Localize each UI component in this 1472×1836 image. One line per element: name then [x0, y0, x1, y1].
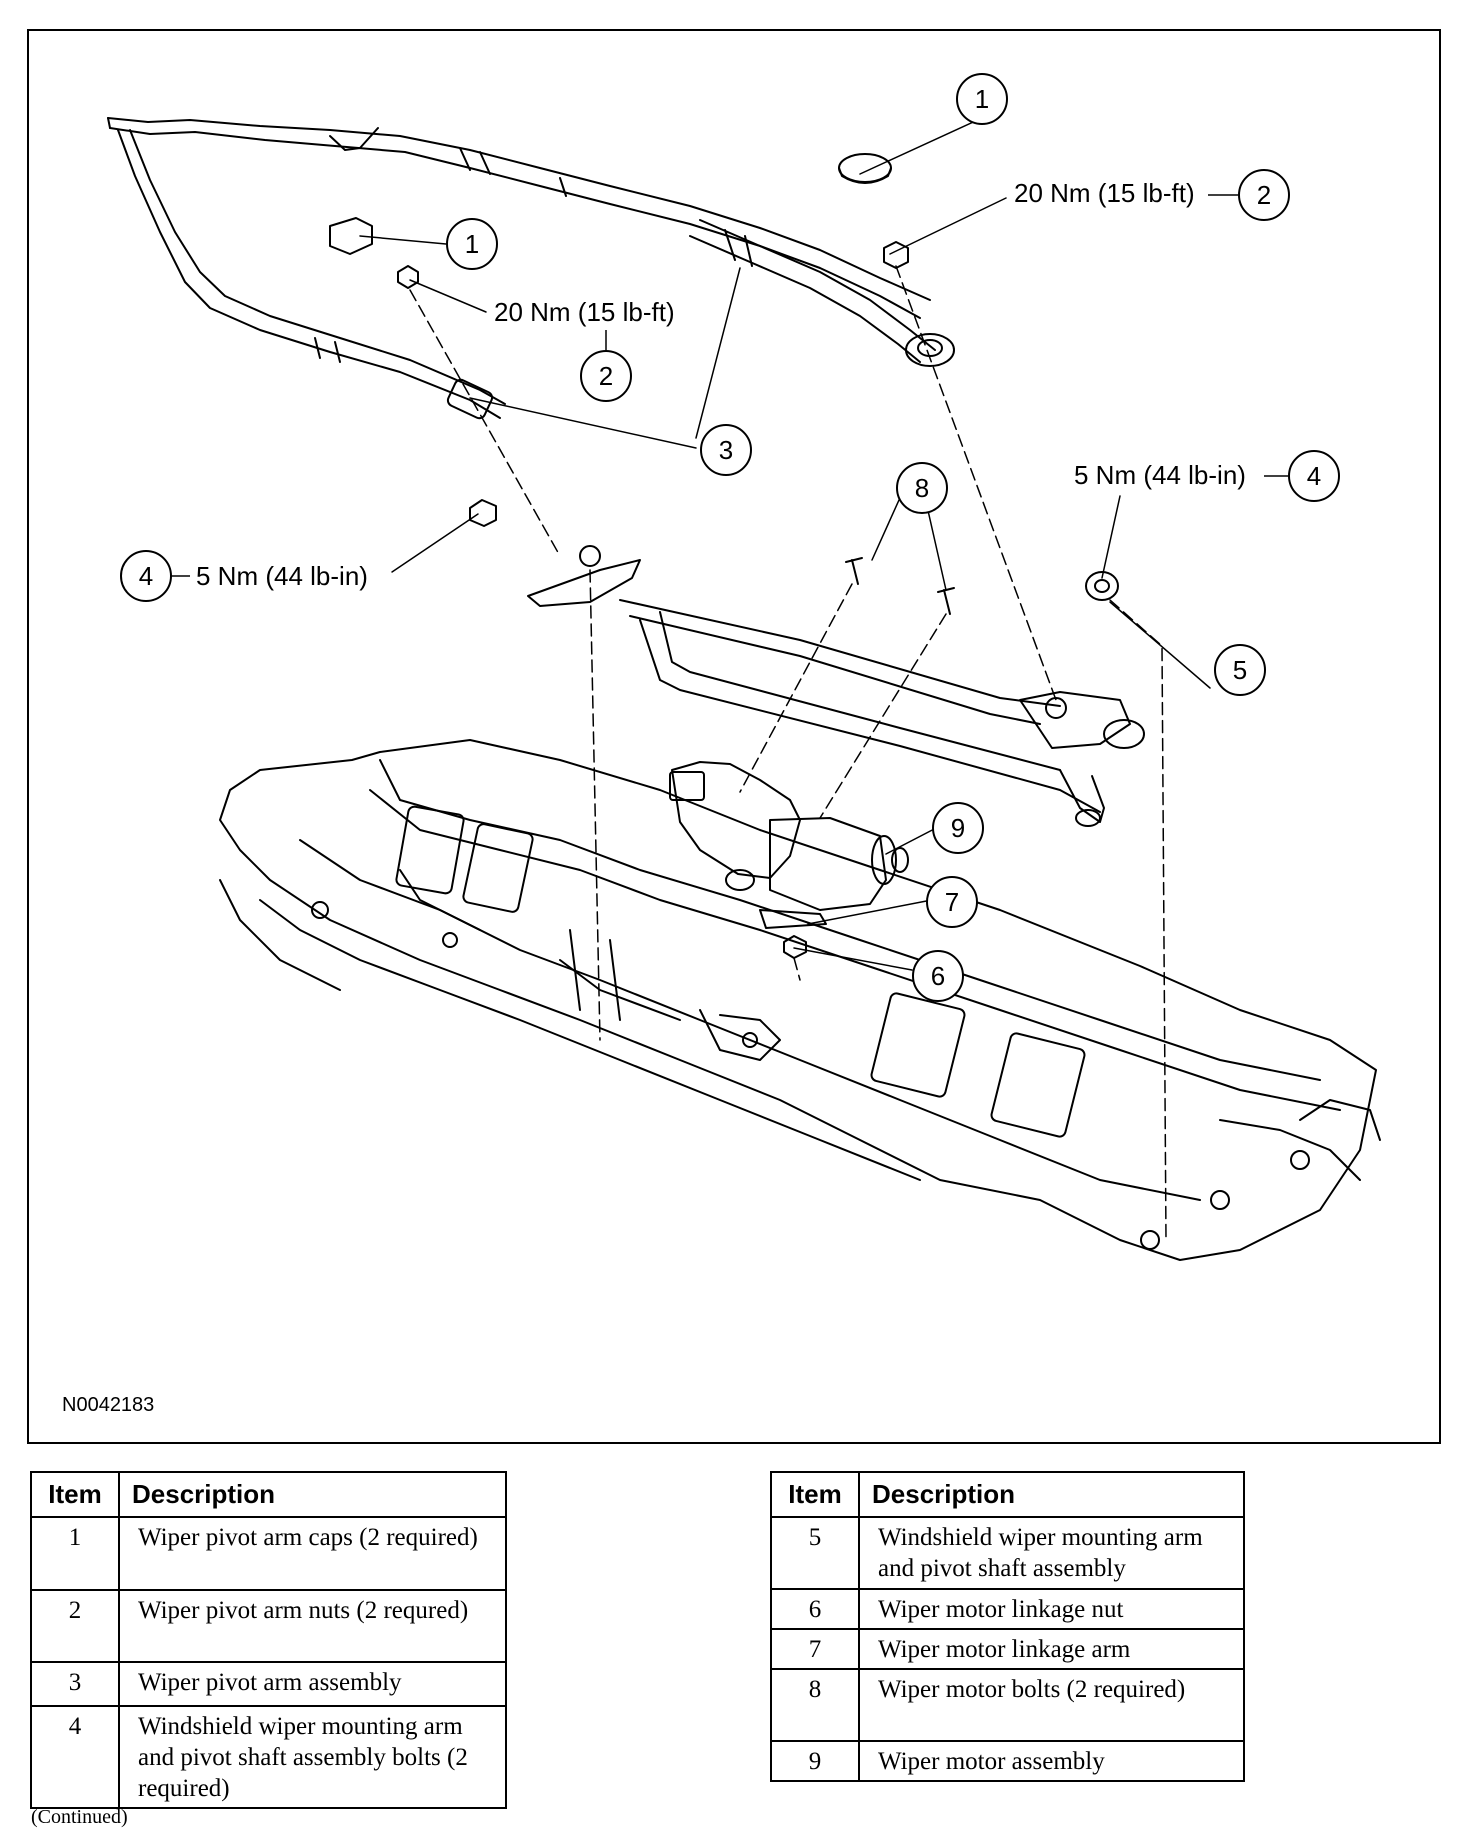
item-number: 5	[770, 1516, 860, 1590]
right-wiper-arm-drawing	[689, 219, 955, 367]
callout-2-left: 2	[599, 361, 613, 391]
linkage-arm-drawing	[759, 909, 827, 929]
bolt-right-drawing	[1085, 571, 1119, 601]
item-description: Wiper motor assembly	[858, 1740, 1245, 1782]
motor-bolt-left-drawing	[845, 557, 863, 585]
callout-6: 6	[931, 961, 945, 991]
callout-3: 3	[719, 435, 733, 465]
callout-9: 9	[951, 813, 965, 843]
torque-label-top: 20 Nm (15 lb-ft)	[1014, 178, 1195, 208]
item-description: Windshield wiper mounting arm and pivot …	[118, 1705, 507, 1809]
cap-left-drawing	[329, 217, 373, 255]
header-item: Item	[30, 1471, 120, 1518]
item-number: 8	[770, 1668, 860, 1742]
item-number: 7	[770, 1628, 860, 1670]
table-row: 9 Wiper motor assembly	[770, 1740, 1245, 1782]
table-row: 3 Wiper pivot arm assembly	[30, 1661, 507, 1707]
item-description: Wiper pivot arm nuts (2 requred)	[118, 1589, 507, 1663]
item-number: 9	[770, 1740, 860, 1782]
linkage-assembly-drawing	[527, 545, 1145, 827]
item-number: 1	[30, 1516, 120, 1591]
table-row: 4 Windshield wiper mounting arm and pivo…	[30, 1705, 507, 1809]
callout-7: 7	[945, 887, 959, 917]
item-description: Wiper motor linkage arm	[858, 1628, 1245, 1670]
wiper-diagram: 1 1 2 2 3 4 4 5 6 7 8 9 20 Nm (15 lb-ft)…	[107, 73, 1381, 1261]
torque-label-bolt-left: 5 Nm (44 lb-in)	[196, 561, 368, 591]
callout-5: 5	[1233, 655, 1247, 685]
callout-2-top: 2	[1257, 180, 1271, 210]
callout-1-top: 1	[975, 84, 989, 114]
legend-table-right: Item Description 5 Windshield wiper moun…	[770, 1471, 1245, 1782]
table-row: 8 Wiper motor bolts (2 required)	[770, 1668, 1245, 1742]
figure-id: N0042183	[62, 1394, 155, 1416]
item-number: 6	[770, 1588, 860, 1630]
item-number: 3	[30, 1661, 120, 1707]
item-number: 4	[30, 1705, 120, 1809]
torque-label-left: 20 Nm (15 lb-ft)	[494, 297, 675, 327]
motor-bolt-right-drawing	[937, 587, 955, 615]
item-description: Windshield wiper mounting arm and pivot …	[858, 1516, 1245, 1590]
header-description: Description	[118, 1471, 507, 1518]
table-row: 7 Wiper motor linkage arm	[770, 1628, 1245, 1670]
wiper-motor-drawing	[669, 761, 909, 911]
linkage-nut-drawing	[783, 935, 807, 959]
nut-left-drawing	[397, 265, 419, 289]
torque-label-bolt-right: 5 Nm (44 lb-in)	[1074, 460, 1246, 490]
callout-4-left: 4	[139, 561, 153, 591]
callout-4-right: 4	[1307, 461, 1321, 491]
item-description: Wiper pivot arm caps (2 required)	[118, 1516, 507, 1591]
table-row: 2 Wiper pivot arm nuts (2 requred)	[30, 1589, 507, 1663]
callout-1-left: 1	[465, 229, 479, 259]
item-description: Wiper pivot arm assembly	[118, 1661, 507, 1707]
table-row: 5 Windshield wiper mounting arm and pivo…	[770, 1516, 1245, 1590]
callout-8: 8	[915, 473, 929, 503]
item-description: Wiper motor linkage nut	[858, 1588, 1245, 1630]
header-description: Description	[858, 1471, 1245, 1518]
item-description: Wiper motor bolts (2 required)	[858, 1668, 1245, 1742]
table-row: 6 Wiper motor linkage nut	[770, 1588, 1245, 1630]
nut-top-drawing	[883, 241, 909, 269]
header-item: Item	[770, 1471, 860, 1518]
item-number: 2	[30, 1589, 120, 1663]
continued-note: (Continued)	[31, 1806, 128, 1828]
bolt-left-drawing	[469, 499, 497, 527]
left-wiper-arm-drawing	[107, 117, 931, 420]
figure-frame	[27, 29, 1441, 1444]
cowl-panel-drawing	[219, 739, 1381, 1261]
table-row: 1 Wiper pivot arm caps (2 required)	[30, 1516, 507, 1591]
legend-table-left: Item Description 1 Wiper pivot arm caps …	[30, 1471, 507, 1809]
